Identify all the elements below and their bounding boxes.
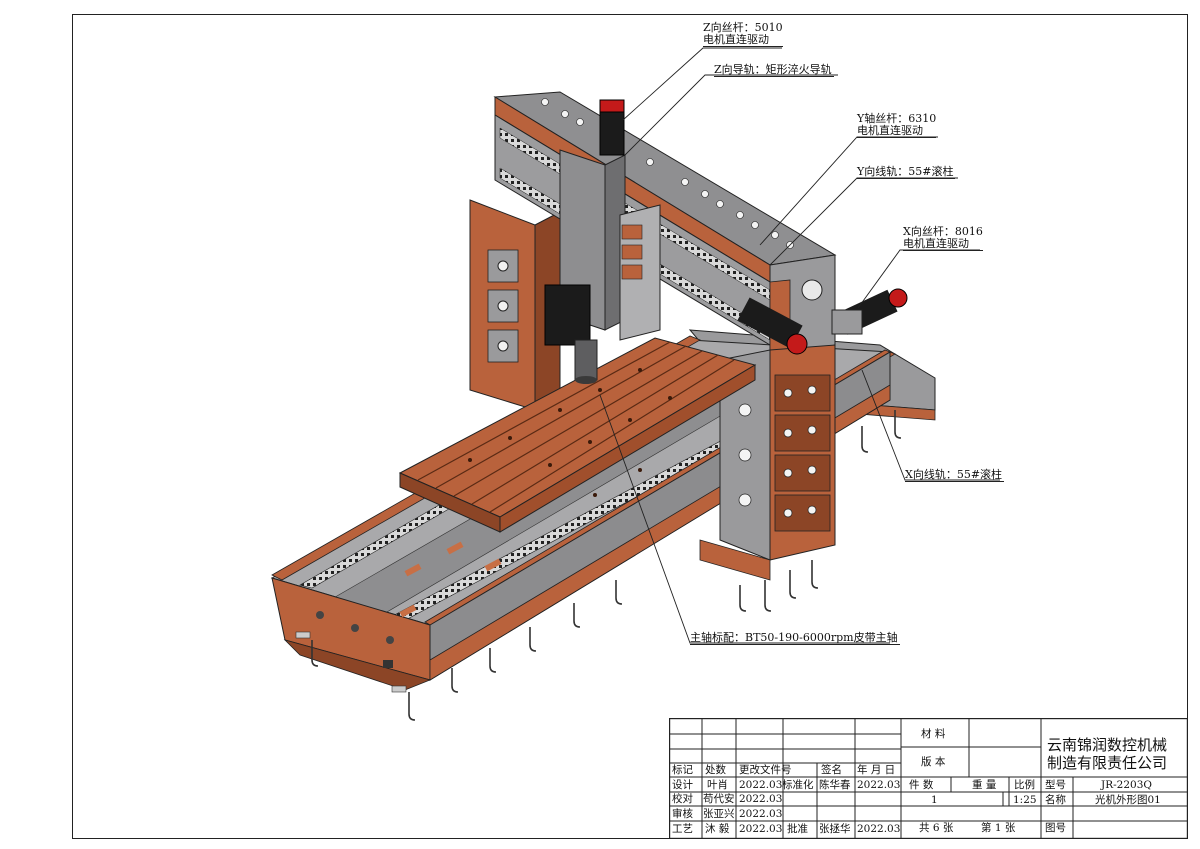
spindle-head bbox=[544, 99, 661, 384]
tb-design-role2: 标准化 bbox=[782, 779, 814, 791]
annotation-z-screw: Z向丝杆：5010 电机直连驱动 bbox=[703, 21, 783, 47]
tb-review-date: 2022.03 bbox=[739, 808, 783, 820]
tb-design-date: 2022.03 bbox=[739, 779, 783, 791]
tb-header-date: 年 月 日 bbox=[857, 764, 896, 776]
tb-process-name2: 张拯华 bbox=[819, 823, 851, 835]
tb-review-name: 张亚兴 bbox=[703, 808, 735, 820]
tb-qty-label: 件 数 bbox=[909, 779, 934, 791]
y-motor bbox=[737, 297, 808, 355]
title-block: 标记 处数 更改文件号 签名 年 月 日 设计 叶肖 2022.03 标准化 陈… bbox=[669, 718, 1188, 839]
tb-model-label: 型号 bbox=[1045, 779, 1066, 791]
annotation-spindle: 主轴标配：BT50-190-6000rpm皮带主轴 bbox=[690, 631, 900, 645]
drawing-border bbox=[72, 14, 1188, 839]
right-column bbox=[699, 344, 836, 581]
tb-process-role2: 批准 bbox=[787, 823, 808, 835]
tb-design-name2: 陈华春 bbox=[819, 779, 851, 791]
tb-scale-label: 比例 bbox=[1014, 779, 1035, 791]
tb-design-name: 叶肖 bbox=[707, 779, 728, 791]
tb-check-name: 苟代安 bbox=[703, 793, 735, 805]
company-name-line2: 制造有限责任公司 bbox=[1047, 754, 1168, 772]
tb-header-count: 处数 bbox=[705, 764, 726, 776]
annotation-x-rail: X向线轨：55#滚柱 bbox=[905, 468, 1005, 482]
tb-header-doc: 更改文件号 bbox=[739, 764, 792, 776]
tb-name-value: 光机外形图01 bbox=[1095, 794, 1161, 806]
tb-qty-value: 1 bbox=[931, 794, 938, 806]
annotation-x-screw: X向丝杆：8016 电机直连驱动 bbox=[903, 225, 983, 251]
tb-model-value: JR-2203Q bbox=[1101, 779, 1152, 791]
tb-header-mark: 标记 bbox=[672, 764, 693, 776]
tb-design-role: 设计 bbox=[672, 779, 693, 791]
tb-process-date: 2022.03 bbox=[739, 823, 783, 835]
tb-version-label: 版 本 bbox=[921, 756, 946, 768]
tb-process-date2: 2022.03 bbox=[857, 823, 901, 835]
annotation-z-rail: Z向导轨：矩形淬火导轨 bbox=[714, 63, 834, 77]
annotation-y-rail: Y向线轨：55#滚柱 bbox=[857, 165, 956, 179]
tb-process-name: 沐 毅 bbox=[705, 823, 730, 835]
tb-process-role: 工艺 bbox=[672, 823, 693, 835]
tb-weight-label: 重 量 bbox=[972, 779, 997, 791]
tb-name-label: 名称 bbox=[1045, 794, 1066, 806]
tb-scale-value: 1:25 bbox=[1013, 794, 1037, 806]
tb-check-role: 校对 bbox=[672, 793, 693, 805]
annotation-y-screw: Y轴丝杆：6310 电机直连驱动 bbox=[857, 112, 937, 138]
company-name-line1: 云南锦润数控机械 bbox=[1047, 736, 1168, 754]
tb-header-sign: 签名 bbox=[821, 764, 842, 776]
worktable bbox=[398, 337, 757, 533]
tb-sheets-current: 第 1 张 bbox=[981, 822, 1016, 834]
tb-drawing-no-label: 图号 bbox=[1045, 822, 1066, 834]
x-motor bbox=[831, 288, 908, 335]
tb-review-role: 审核 bbox=[672, 808, 693, 820]
tb-sheets-total: 共 6 张 bbox=[919, 822, 954, 834]
title-block-grid bbox=[669, 718, 1188, 839]
tb-check-date: 2022.03 bbox=[739, 793, 783, 805]
tb-design-date2: 2022.03 bbox=[857, 779, 901, 791]
tb-material-label: 材 料 bbox=[921, 728, 946, 740]
